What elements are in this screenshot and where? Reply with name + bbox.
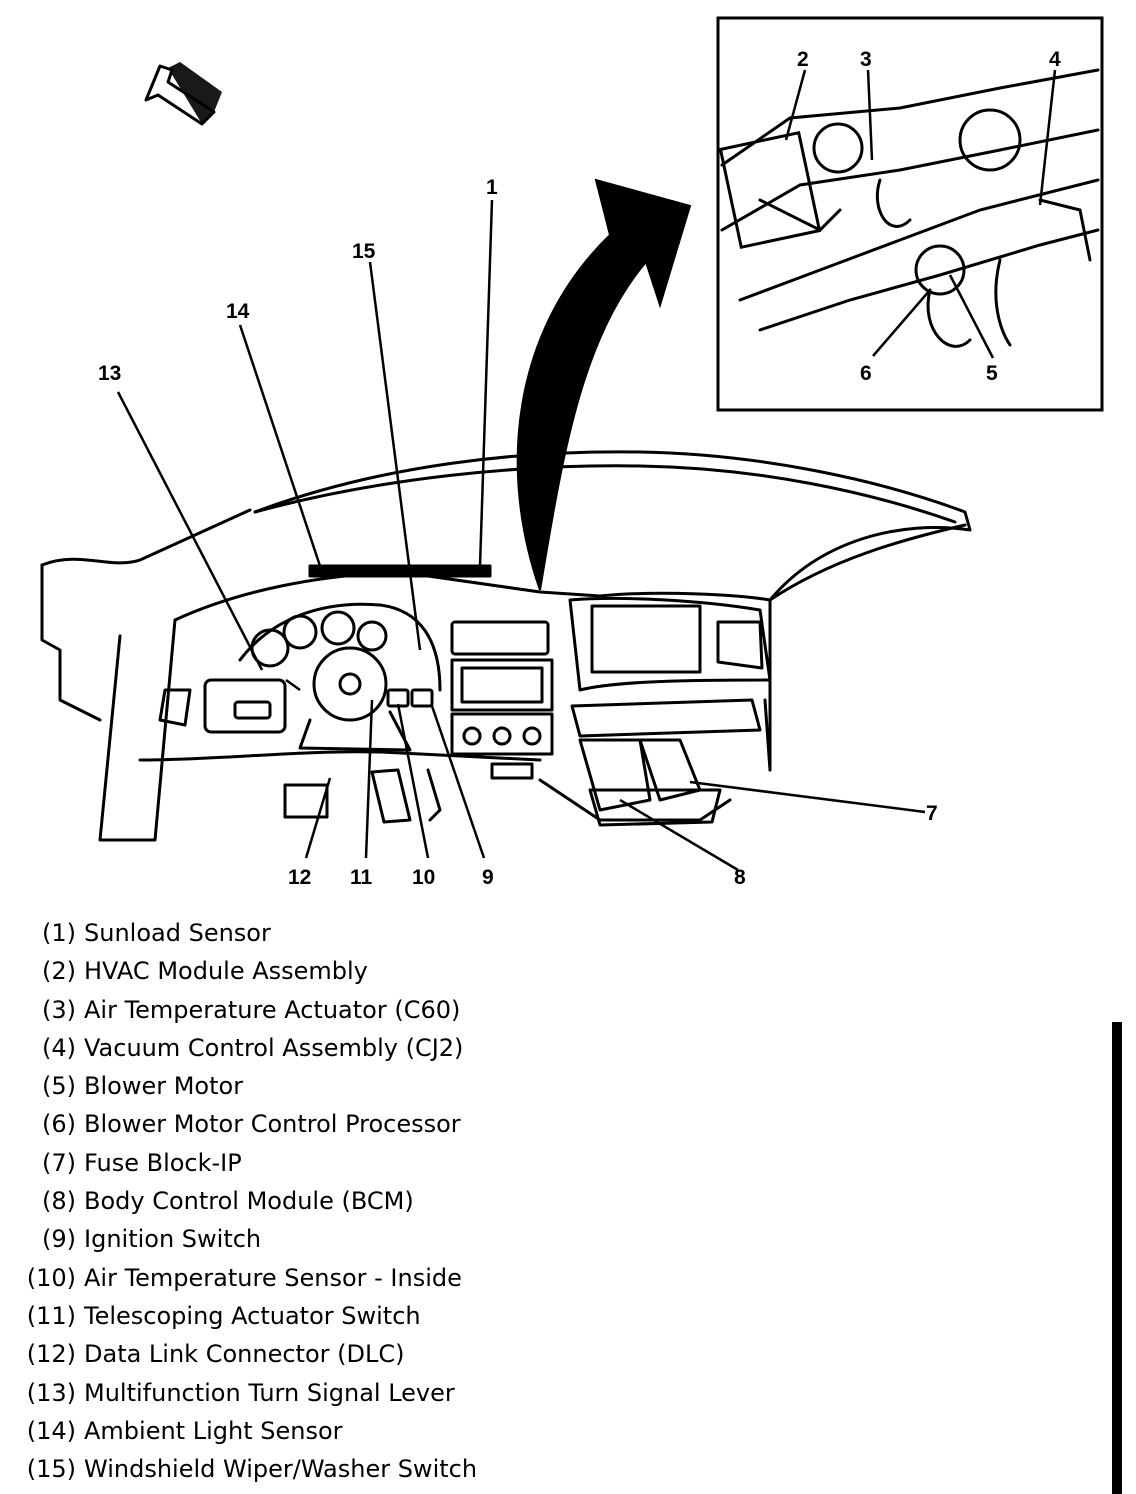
callout-7: 7 xyxy=(926,802,938,825)
legend-label: Blower Motor Control Processor xyxy=(84,1110,461,1139)
legend-item: (15) Windshield Wiper/Washer Switch xyxy=(14,1450,477,1488)
legend-label: Vacuum Control Assembly (CJ2) xyxy=(84,1033,464,1062)
legend-item: (13) Multifunction Turn Signal Lever xyxy=(14,1374,477,1412)
legend-number: (13) xyxy=(26,1378,76,1407)
legend-label: Air Temperature Actuator (C60) xyxy=(84,995,461,1024)
callout-3: 3 xyxy=(860,48,872,71)
legend-item: (8) Body Control Module (BCM) xyxy=(14,1182,477,1220)
front-arrow-icon xyxy=(144,62,222,126)
legend-item: (2) HVAC Module Assembly xyxy=(14,952,477,990)
legend-label: Data Link Connector (DLC) xyxy=(84,1340,405,1369)
callout-14: 14 xyxy=(226,300,250,323)
legend-item: (6) Blower Motor Control Processor xyxy=(14,1105,477,1143)
legend-number: (12) xyxy=(26,1340,76,1369)
legend-item: (5) Blower Motor xyxy=(14,1067,477,1105)
legend-number: (11) xyxy=(26,1301,76,1330)
legend-label: Fuse Block-IP xyxy=(84,1148,242,1177)
callout-8: 8 xyxy=(734,866,746,889)
callout-5: 5 xyxy=(986,362,998,385)
legend-number: (2) xyxy=(42,957,76,986)
dashboard-component-diagram: 1 15 14 13 12 11 10 9 8 7 2 3 4 6 5 xyxy=(40,16,1104,889)
legend-number: (5) xyxy=(42,1072,76,1101)
legend-item: (1) Sunload Sensor xyxy=(14,914,477,952)
callout-2: 2 xyxy=(797,48,809,71)
legend-label: Windshield Wiper/Washer Switch xyxy=(84,1455,478,1484)
legend-number: (15) xyxy=(26,1455,76,1484)
legend-item: (3) Air Temperature Actuator (C60) xyxy=(14,991,477,1029)
legend-label: Ignition Switch xyxy=(84,1225,262,1254)
legend-number: (14) xyxy=(26,1416,76,1445)
legend-label: Telescoping Actuator Switch xyxy=(84,1301,421,1330)
callout-12: 12 xyxy=(288,866,311,889)
legend-item: (12) Data Link Connector (DLC) xyxy=(14,1335,477,1373)
legend-label: Blower Motor xyxy=(84,1072,244,1101)
callout-10: 10 xyxy=(412,866,435,889)
legend-label: Air Temperature Sensor - Inside xyxy=(84,1263,462,1292)
legend-label: Body Control Module (BCM) xyxy=(84,1187,414,1216)
legend-item: (7) Fuse Block-IP xyxy=(14,1144,477,1182)
legend-item: (9) Ignition Switch xyxy=(14,1220,477,1258)
page-edge-bar xyxy=(1112,1022,1122,1494)
legend-number: (4) xyxy=(42,1033,76,1062)
leader-lines xyxy=(116,199,926,872)
legend-number: (10) xyxy=(26,1263,76,1292)
legend-label: HVAC Module Assembly xyxy=(84,957,368,986)
component-legend: (1) Sunload Sensor (2) HVAC Module Assembl… xyxy=(14,914,477,1488)
legend-number: (7) xyxy=(42,1148,76,1177)
callout-4: 4 xyxy=(1049,48,1061,71)
legend-item: (14) Ambient Light Sensor xyxy=(14,1412,477,1450)
legend-number: (6) xyxy=(42,1110,76,1139)
legend-label: Ambient Light Sensor xyxy=(84,1416,343,1445)
legend-number: (9) xyxy=(42,1225,76,1254)
hvac-detail-inset xyxy=(716,16,1104,412)
callout-13: 13 xyxy=(98,362,121,385)
legend-label: Multifunction Turn Signal Lever xyxy=(84,1378,455,1407)
legend-number: (3) xyxy=(42,995,76,1024)
callout-9: 9 xyxy=(482,866,494,889)
legend-item: (10) Air Temperature Sensor - Inside xyxy=(14,1259,477,1297)
callout-6: 6 xyxy=(860,362,872,385)
callout-1: 1 xyxy=(486,176,498,199)
legend-label: Sunload Sensor xyxy=(84,919,271,947)
legend-item: (11) Telescoping Actuator Switch xyxy=(14,1297,477,1335)
dashboard-outline xyxy=(40,450,972,842)
detail-pointer-arrow-icon xyxy=(516,178,692,591)
legend-number: (8) xyxy=(42,1187,76,1216)
callout-15: 15 xyxy=(352,240,376,263)
legend-item: (4) Vacuum Control Assembly (CJ2) xyxy=(14,1029,477,1067)
legend-number: (1) xyxy=(42,919,76,947)
callout-11: 11 xyxy=(350,866,373,889)
